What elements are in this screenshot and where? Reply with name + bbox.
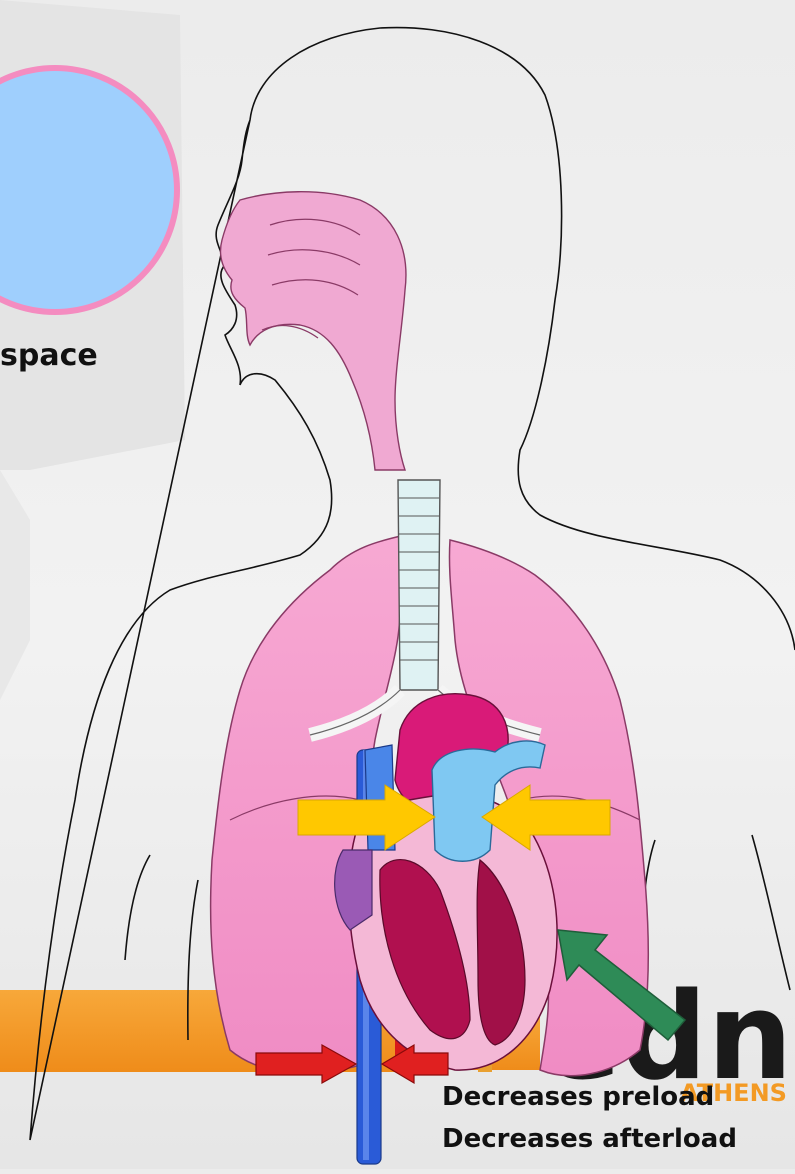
nasal-airway: [220, 192, 405, 470]
right-arm-line: [642, 835, 790, 990]
preload-label: Decreases preload: [442, 1082, 714, 1112]
trachea: [398, 480, 440, 690]
space-label: space: [0, 338, 98, 373]
background-panel-lower: [0, 470, 30, 700]
afterload-label: Decreases afterload: [442, 1124, 737, 1154]
